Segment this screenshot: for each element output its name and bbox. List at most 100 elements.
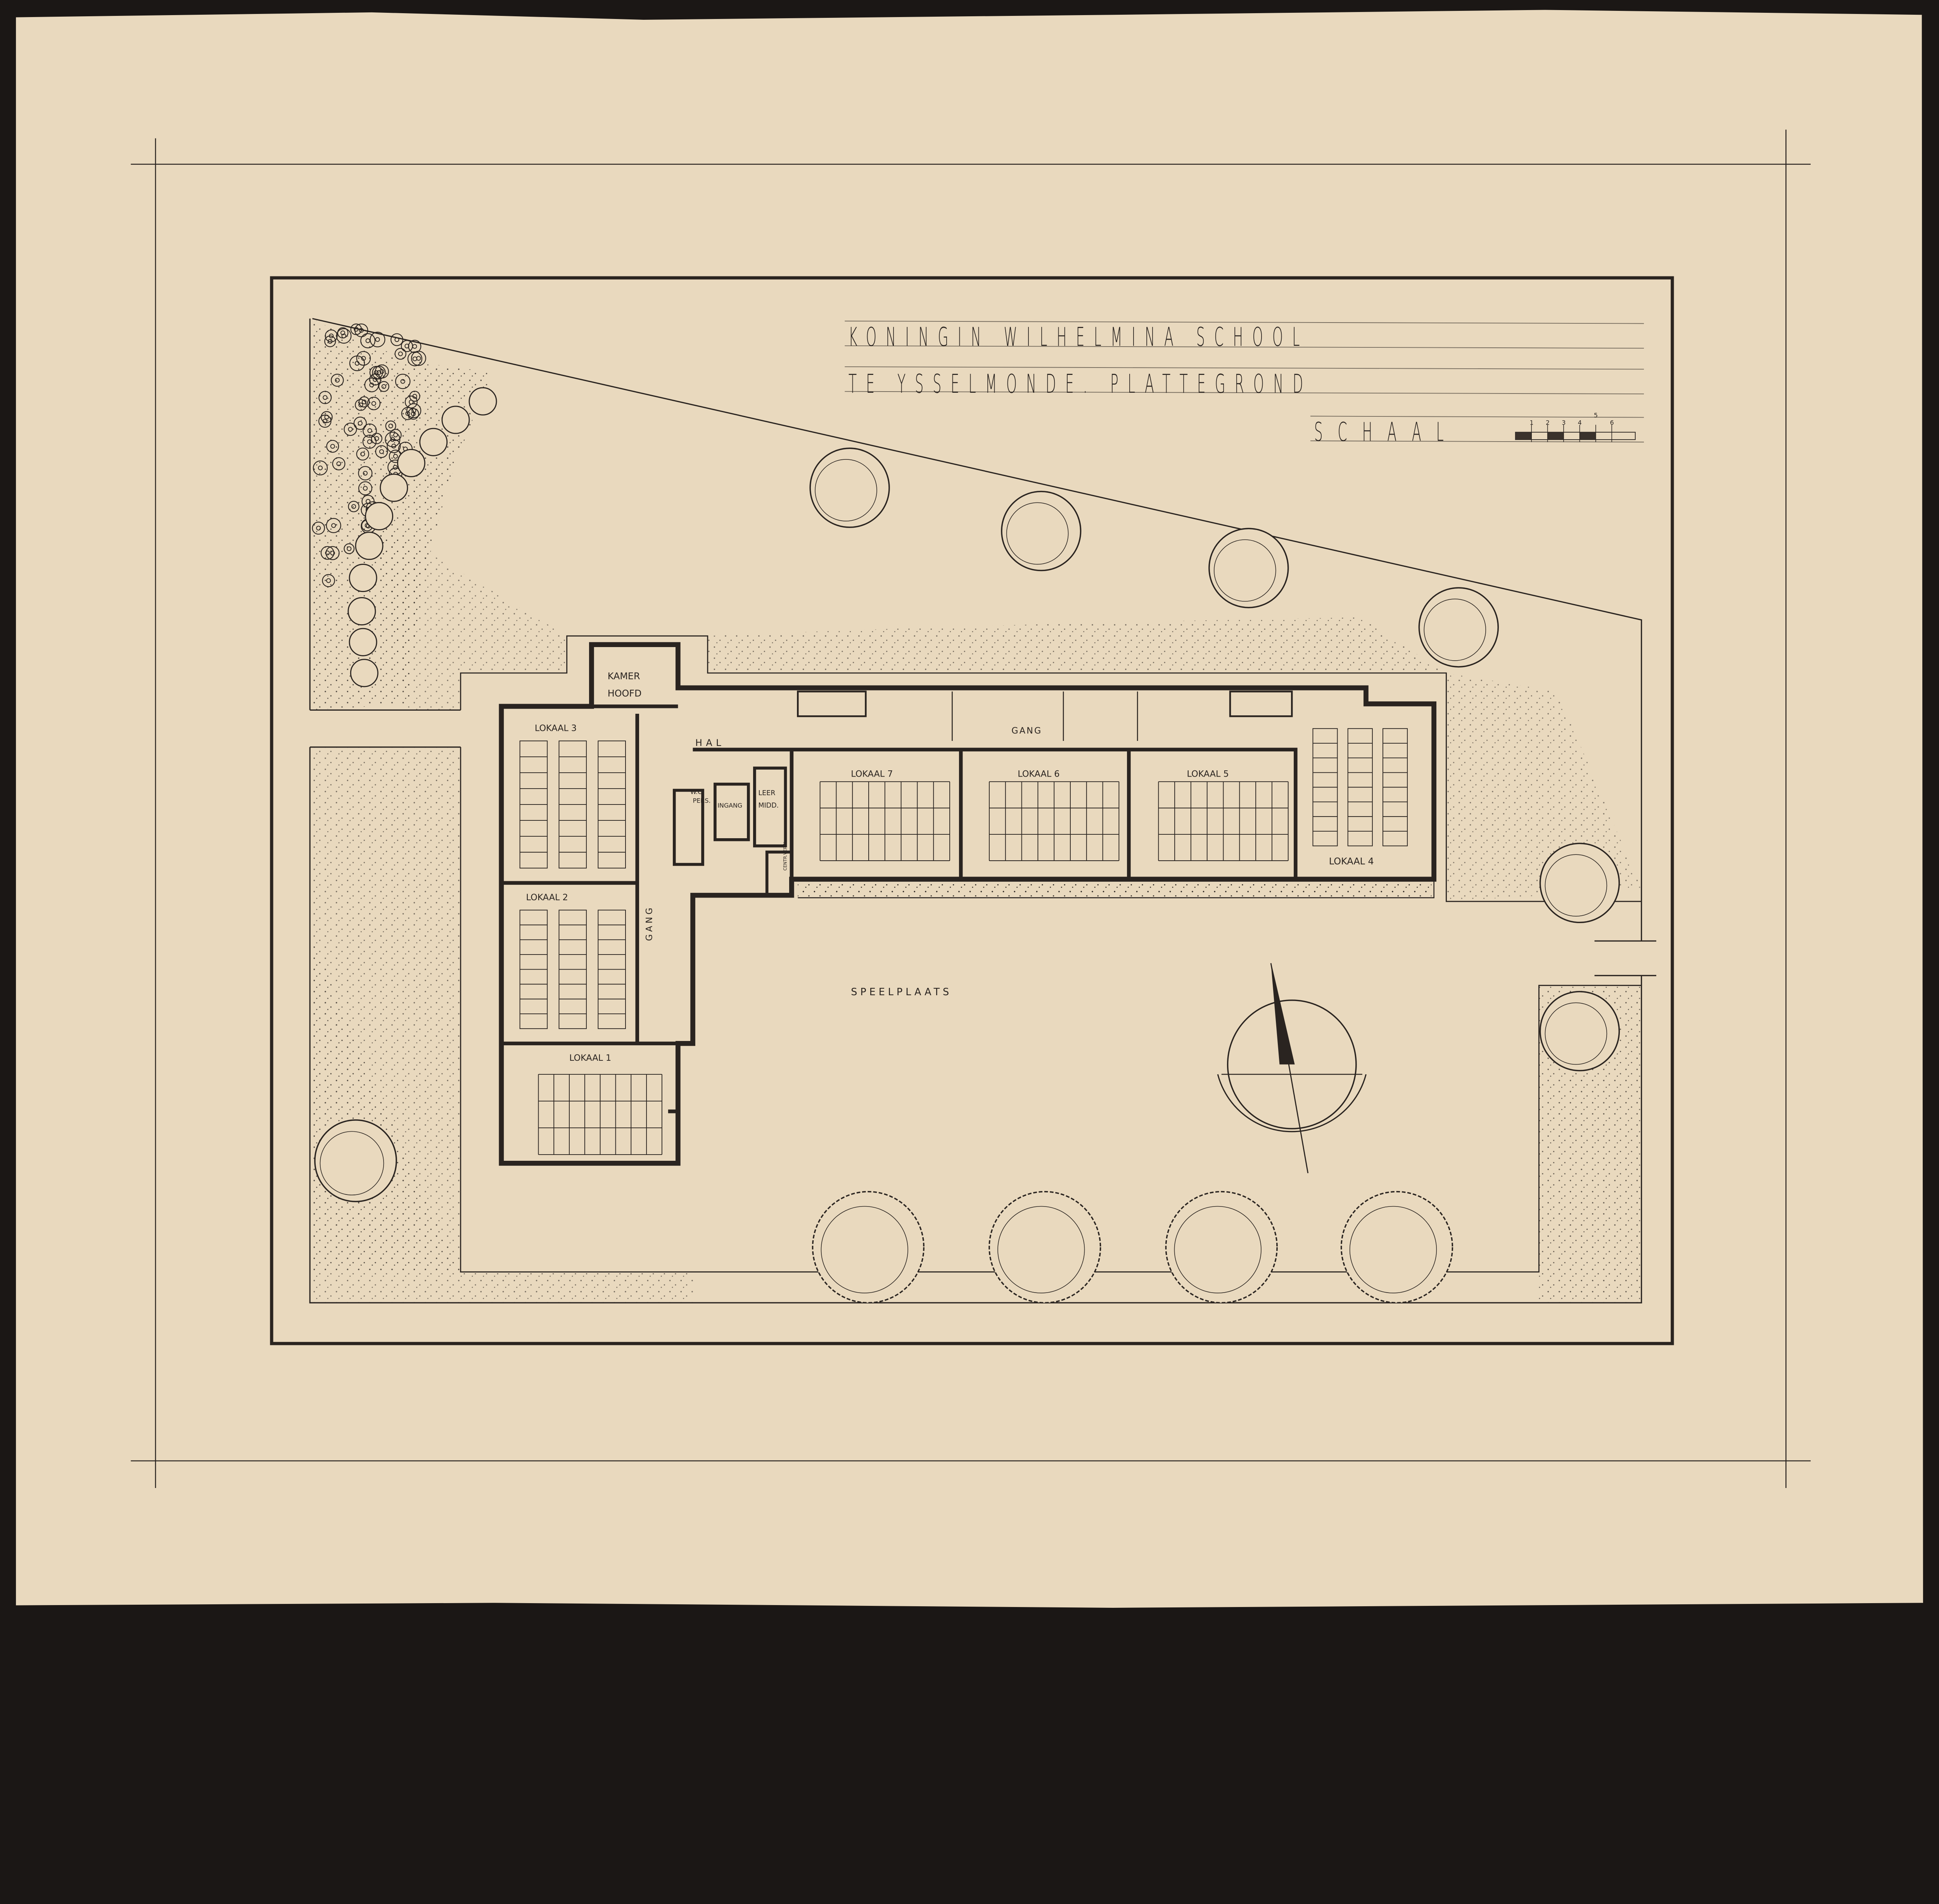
spiral-shrub: [337, 327, 349, 338]
tree-inner: [1349, 1206, 1437, 1293]
tree: [1539, 842, 1620, 924]
spiral-shrub: [356, 351, 371, 366]
spiral-shrub: [391, 333, 403, 346]
spiral-shrub: [355, 399, 367, 411]
spiral-shrub: [378, 381, 389, 392]
shrub: [365, 502, 393, 530]
desk-grid: [538, 1074, 662, 1155]
shrub: [347, 597, 376, 626]
spiral-shrub-core: [394, 337, 399, 342]
spiral-shrub-core: [358, 421, 363, 426]
shrub: [355, 532, 384, 560]
tree: [809, 447, 890, 528]
label-gang-side: GANG: [644, 905, 654, 941]
spiral-shrub: [364, 378, 379, 392]
tree: [1165, 1191, 1278, 1304]
shrub: [349, 564, 377, 592]
spiral-shrub: [344, 543, 355, 554]
spiral-shrub: [389, 429, 402, 441]
desk-grid: [989, 781, 1120, 861]
room-labels: KAMER HOOFD HAL GANG GANG W.C. PERS. ING…: [526, 671, 1374, 1063]
shrub: [419, 428, 448, 456]
spiral-shrub: [407, 408, 419, 420]
scale-tick-label: 5: [1594, 412, 1598, 419]
north-arrow-compass: [1217, 963, 1367, 1174]
spiral-shrub-core: [358, 402, 363, 407]
title-line-1: KONINGIN WILHELMINA SCHOOL: [849, 321, 1309, 352]
spiral-shrub-core: [326, 578, 331, 583]
label-leer: LEER: [758, 789, 775, 797]
tree-inner: [815, 459, 877, 521]
spiral-shrub-core: [374, 436, 379, 441]
tree-canopy: [1418, 587, 1499, 668]
spiral-shrub: [408, 340, 422, 353]
spiral-shrub-core: [373, 377, 378, 382]
spiral-shrub-core: [367, 439, 372, 444]
spiral-shrub-core: [393, 465, 398, 470]
spiral-shrub: [409, 390, 420, 402]
spiral-shrub-core: [363, 471, 368, 476]
label-lokaal-2: LOKAAL 2: [526, 892, 568, 903]
spiral-shrub: [344, 423, 357, 436]
drawing-frame: [270, 276, 1674, 1345]
spiral-shrub: [353, 416, 367, 430]
tree-inner: [1545, 1002, 1607, 1065]
spiral-shrub: [370, 331, 385, 347]
spiral-shrub-core: [377, 370, 382, 375]
spiral-shrub: [320, 546, 335, 560]
tree-inner: [1213, 539, 1276, 602]
spiral-shrub-core: [330, 444, 335, 449]
tree-canopy: [809, 447, 890, 528]
tree: [1208, 528, 1289, 608]
label-wc: W.C.: [690, 788, 704, 796]
scale-tick-label: 3: [1562, 419, 1566, 426]
spiral-shrub-core: [391, 444, 396, 449]
tree: [989, 1191, 1101, 1304]
scale-tick-label: 1: [1529, 419, 1533, 426]
spiral-shrub: [372, 366, 386, 380]
shrub: [380, 473, 408, 502]
spiral-shrub: [336, 328, 352, 344]
spiral-shrub: [360, 333, 376, 349]
label-lokaal-3: LOKAAL 3: [535, 723, 577, 734]
spiral-shrub: [358, 481, 372, 495]
tree: [1418, 587, 1499, 668]
paper-sheet: [16, 10, 1923, 1608]
yard-boundary: [460, 635, 1642, 1273]
spiral-shrub: [385, 432, 401, 447]
title-block: KONINGIN WILHELMINA SCHOOL TE YSSELMONDE…: [845, 321, 1644, 447]
spiral-shrub-core: [328, 339, 333, 344]
spiral-shrub: [394, 348, 406, 360]
tree-inner: [997, 1206, 1085, 1293]
scale-tick-label: 4: [1578, 419, 1582, 426]
spiral-shrub-core: [367, 428, 372, 433]
spiral-shrub: [395, 373, 411, 389]
spiral-shrub-core: [412, 356, 417, 361]
tree-inner: [1174, 1206, 1262, 1293]
spiral-shrub-core: [400, 379, 405, 384]
label-speelplaats: SPEELPLAATS: [851, 986, 952, 998]
label-lokaal-6: LOKAAL 6: [1018, 769, 1059, 779]
spiral-shrub: [325, 546, 340, 560]
label-hal: HAL: [695, 737, 725, 748]
desk-grid: [1312, 728, 1408, 846]
spiral-shrub-core: [361, 356, 366, 361]
spiral-shrub-core: [360, 452, 365, 457]
spiral-shrub: [407, 351, 423, 366]
spiral-shrub-core: [412, 344, 417, 349]
scale-tick-label: 6: [1610, 419, 1614, 426]
spiral-shrub: [358, 466, 373, 481]
spiral-shrub: [331, 373, 344, 387]
tree: [1539, 991, 1620, 1072]
desk-grid: [819, 781, 950, 861]
school-building: [499, 642, 1436, 1166]
spiral-shrub-core: [393, 454, 398, 459]
tree: [812, 1191, 925, 1304]
label-lokaal-4: LOKAAL 4: [1329, 856, 1374, 867]
tree: [314, 1119, 397, 1202]
label-midd: MIDD.: [758, 802, 779, 810]
spiral-shrub-core: [347, 546, 352, 551]
spiral-shrub: [324, 335, 336, 347]
shrub-mass: [312, 323, 426, 587]
